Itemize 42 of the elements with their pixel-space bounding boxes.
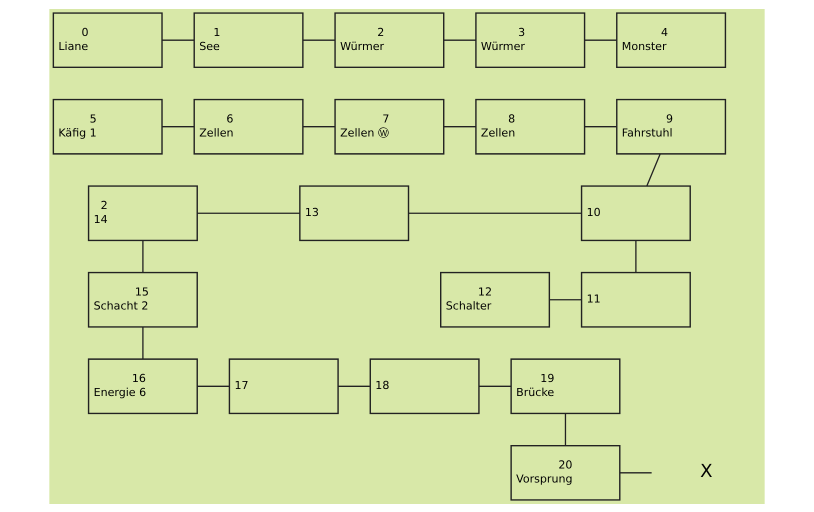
connector xyxy=(444,39,476,40)
node-box: 11 xyxy=(580,271,691,328)
node-box: 5 Käfig 1 xyxy=(52,98,163,154)
node-box: 13 xyxy=(299,184,410,241)
connector xyxy=(142,240,144,272)
connector xyxy=(620,472,652,473)
connector xyxy=(162,39,194,40)
node-box: 7 Zellen Ⓦ xyxy=(334,98,444,154)
node-box: 6 Zellen xyxy=(194,98,304,154)
node-box: 18 xyxy=(370,358,480,414)
node-box: 12 Schalter xyxy=(440,271,550,328)
connector xyxy=(408,212,582,214)
connector xyxy=(142,326,144,359)
connector xyxy=(197,385,230,386)
node-box: 15 Schacht 2 xyxy=(88,271,198,328)
connector xyxy=(550,298,582,300)
node-box: 16 Energie 6 xyxy=(88,358,198,414)
node-box: 0 Liane xyxy=(52,12,163,68)
node-box: 10 xyxy=(580,184,691,241)
connector xyxy=(444,126,476,127)
connector xyxy=(564,413,566,446)
node-box: 20 Vorsprung xyxy=(510,444,620,500)
connector xyxy=(635,240,637,272)
connector xyxy=(584,126,616,127)
connector xyxy=(338,385,370,386)
node-box: 19 Brücke xyxy=(510,358,620,414)
connector xyxy=(584,39,616,40)
node-box: 8 Zellen xyxy=(475,98,586,154)
node-box: 2 14 xyxy=(88,184,198,241)
node-box: 1 See xyxy=(194,12,304,68)
connector xyxy=(197,212,300,214)
connector xyxy=(479,385,511,386)
node-box: 9 Fahrstuhl xyxy=(616,98,726,154)
connector xyxy=(646,153,661,186)
node-text: X xyxy=(700,460,713,482)
connector xyxy=(303,39,335,40)
node-box: 2 Würmer xyxy=(334,12,444,68)
node-box: 17 xyxy=(228,358,339,414)
node-box: 3 Würmer xyxy=(475,12,586,68)
node-box: 4 Monster xyxy=(616,12,726,68)
connector xyxy=(162,126,194,127)
connector xyxy=(303,126,335,127)
